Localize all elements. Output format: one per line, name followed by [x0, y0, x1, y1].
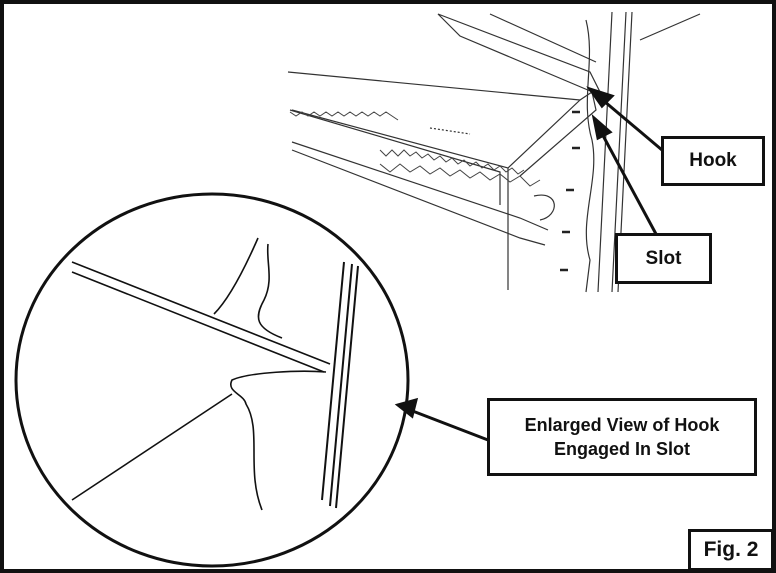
enlarged-arrowhead	[394, 397, 419, 419]
slot-arrowhead	[591, 113, 613, 141]
hook-callout: Hook	[661, 136, 765, 186]
stamp-mark	[429, 127, 471, 135]
enlarged-view	[14, 192, 410, 568]
shelf-hook-bracket	[519, 91, 597, 177]
upper-shelf	[437, 13, 604, 98]
hook-leader-line	[597, 94, 663, 152]
shelf-illustration	[287, 11, 701, 293]
top-leaders	[586, 86, 663, 235]
enlarged-leader	[394, 397, 489, 442]
enlarged-view-callout: Enlarged View of Hook Engaged In Slot	[487, 398, 757, 476]
upper-shelf-lines	[489, 13, 701, 63]
upright-slots	[560, 110, 580, 272]
hook-arrowhead	[586, 86, 615, 109]
enlarged-upright	[321, 261, 359, 509]
enlarged-detail	[71, 237, 359, 511]
enlarged-hook-bottom	[71, 370, 327, 511]
enlarged-shelf-edge	[71, 261, 331, 373]
slot-leader-line	[598, 129, 658, 235]
enlarged-hook-top	[213, 237, 283, 339]
figure-label: Fig. 2	[688, 529, 774, 571]
enlarged-leader-line	[409, 408, 489, 442]
shelf-panel-top	[287, 71, 582, 169]
shelf-end-clip	[533, 194, 555, 221]
peg-row	[289, 111, 541, 187]
magnifier-circle	[14, 192, 410, 568]
slot-callout: Slot	[615, 233, 712, 284]
shelf-front-edge	[289, 109, 549, 246]
